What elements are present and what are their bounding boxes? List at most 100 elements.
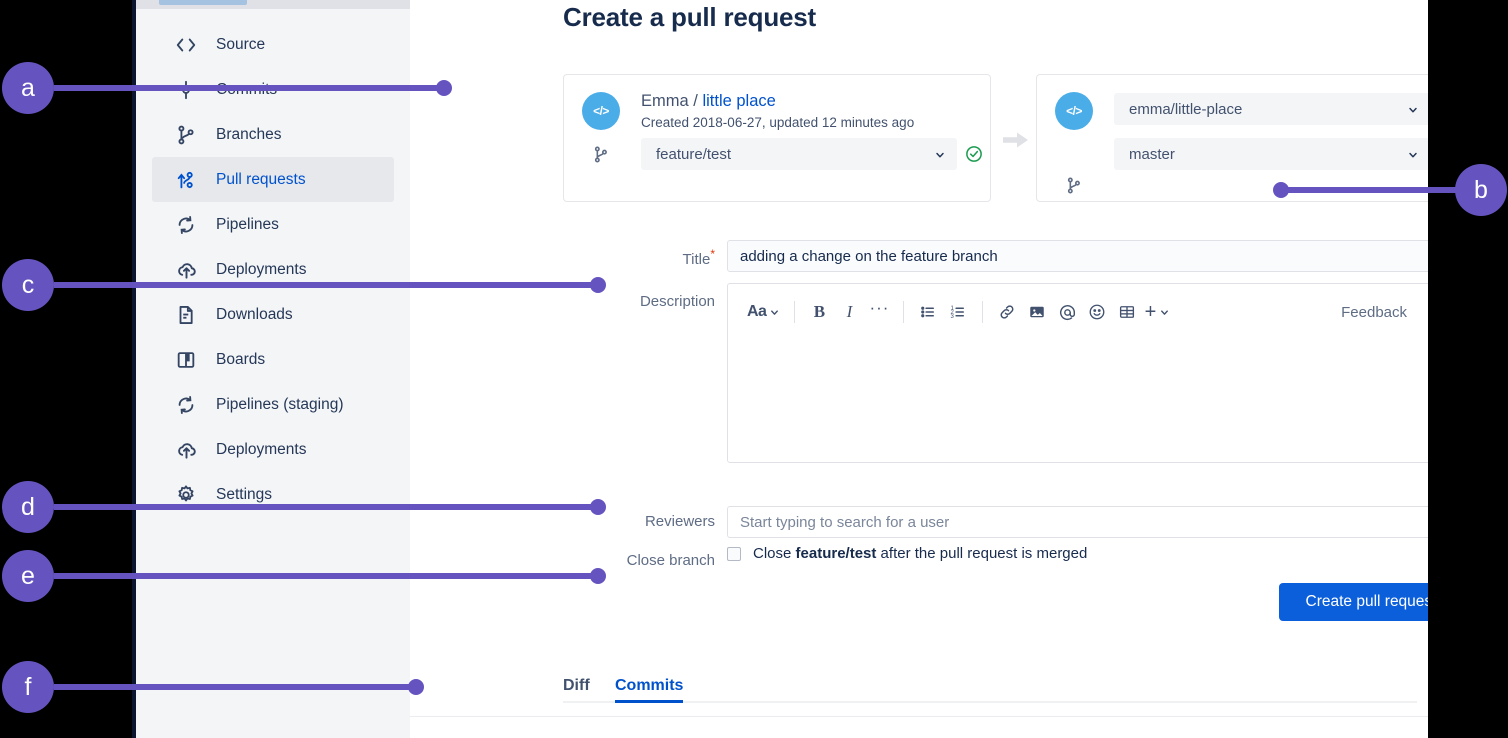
source-repo-name: Emma / little place <box>641 92 776 111</box>
source-branch-panel: </> Emma / little place Created 2018-06-… <box>563 74 991 202</box>
sidebar-item-settings[interactable]: Settings <box>152 472 394 517</box>
callout-line-d <box>54 504 604 510</box>
text-style-label: Aa <box>747 303 767 320</box>
callout-marker-b: b <box>1455 164 1507 216</box>
downloads-icon <box>174 303 198 327</box>
sidebar-item-label: Deployments <box>216 440 307 458</box>
reviewers-placeholder: Start typing to search for a user <box>740 513 950 531</box>
bold-icon[interactable]: B <box>813 302 826 321</box>
main-content: Create a pull request </> Emma / little … <box>410 0 1428 738</box>
sidebar-item-deployments-2[interactable]: Deployments <box>152 427 394 472</box>
sidebar-item-label: Settings <box>216 485 273 503</box>
sidebar-item-label: Boards <box>216 350 266 368</box>
sidebar-item-pipelines[interactable]: Pipelines <box>152 202 394 247</box>
callout-marker-e: e <box>2 550 54 602</box>
callout-marker-d: d <box>2 481 54 533</box>
source-repo-separator: / <box>693 92 698 110</box>
deployments-icon <box>174 438 198 462</box>
callout-dot-b <box>1273 182 1289 198</box>
close-branch-text-post: after the pull request is merged <box>876 545 1088 562</box>
sidebar-item-label: Downloads <box>216 305 293 323</box>
sidebar-item-pull-requests[interactable]: Pull requests <box>152 157 394 202</box>
tabs-underline-rule <box>563 701 1417 703</box>
callout-marker-a: a <box>2 62 54 114</box>
insert-more-icon[interactable]: + <box>1144 298 1170 326</box>
close-branch-label: Close branch <box>626 552 715 569</box>
close-branch-checkbox[interactable] <box>727 546 741 561</box>
callout-dot-f <box>408 679 424 695</box>
tab-commits[interactable]: Commits <box>615 668 684 703</box>
callout-marker-f: f <box>2 661 54 713</box>
application-window: Source Commits Branches <box>132 0 1428 738</box>
sidebar-item-label: Source <box>216 35 266 53</box>
callout-line-f <box>54 684 418 690</box>
italic-icon[interactable]: I <box>846 302 853 321</box>
branch-icon <box>1063 174 1083 196</box>
branch-selection-row: </> Emma / little place Created 2018-06-… <box>563 74 1428 204</box>
chevron-down-icon <box>1407 148 1419 160</box>
description-label: Description <box>639 293 715 310</box>
source-repo-owner: Emma <box>641 92 689 110</box>
chevron-down-icon <box>1407 103 1419 115</box>
source-branch-select[interactable]: feature/test <box>641 138 957 170</box>
tab-diff[interactable]: Diff <box>563 676 590 694</box>
image-icon[interactable] <box>1024 298 1050 326</box>
title-input-value: adding a change on the feature branch <box>740 247 998 265</box>
repository-avatar-icon: </> <box>582 92 620 130</box>
reviewers-label: Reviewers <box>644 513 715 530</box>
boards-icon <box>174 348 198 372</box>
reviewers-input[interactable]: Start typing to search for a user <box>727 506 1428 538</box>
destination-repo-value: emma/little-place <box>1129 100 1243 118</box>
callout-line-e <box>54 573 604 579</box>
close-branch-text-pre: Close <box>753 545 796 562</box>
sidebar-item-label: Pipelines (staging) <box>216 395 344 413</box>
title-label-text: Title <box>682 251 711 268</box>
svg-text:2: 2 <box>951 310 955 316</box>
page-title: Create a pull request <box>563 2 816 32</box>
svg-text:1: 1 <box>951 306 955 312</box>
source-repo-meta: Created 2018-06-27, updated 12 minutes a… <box>641 115 915 130</box>
bottom-tabs: Diff Commits <box>563 668 1417 708</box>
table-icon[interactable] <box>1114 298 1140 326</box>
destination-repo-select[interactable]: emma/little-place <box>1114 93 1428 125</box>
link-icon[interactable] <box>994 298 1020 326</box>
pipelines-icon <box>174 393 198 417</box>
sidebar-item-downloads[interactable]: Downloads <box>152 292 394 337</box>
close-branch-row: Close feature/test after the pull reques… <box>727 545 1087 562</box>
sidebar-item-pipelines-staging[interactable]: Pipelines (staging) <box>152 382 394 427</box>
required-marker: * <box>710 247 715 261</box>
callout-dot-c <box>590 277 606 293</box>
sidebar-item-deployments[interactable]: Deployments <box>152 247 394 292</box>
destination-branch-select[interactable]: master <box>1114 138 1428 170</box>
sidebar-item-label: Deployments <box>216 260 307 278</box>
source-branch-valid-icon <box>965 145 983 163</box>
pull-request-icon <box>174 168 198 192</box>
more-formatting-icon[interactable]: ··· <box>869 298 890 317</box>
mention-icon[interactable] <box>1054 298 1080 326</box>
emoji-icon[interactable] <box>1084 298 1110 326</box>
source-repo-link[interactable]: little place <box>702 92 776 110</box>
title-input[interactable]: adding a change on the feature branch <box>727 240 1428 272</box>
close-branch-text: Close feature/test after the pull reques… <box>753 545 1087 562</box>
callout-line-b <box>1280 187 1462 193</box>
sidebar-top-strip <box>136 0 410 9</box>
repository-avatar-icon: </> <box>1055 92 1093 130</box>
create-pull-request-button[interactable]: Create pull request <box>1279 583 1428 621</box>
sidebar-item-boards[interactable]: Boards <box>152 337 394 382</box>
toolbar-divider <box>903 301 905 323</box>
bullet-list-icon[interactable] <box>915 298 941 326</box>
callout-line-a <box>54 85 446 91</box>
branches-icon <box>174 123 198 147</box>
callout-dot-e <box>590 568 606 584</box>
sidebar-item-branches[interactable]: Branches <box>152 112 394 157</box>
destination-branch-panel: </> emma/little-place master <box>1036 74 1428 202</box>
feedback-link[interactable]: Feedback <box>1341 303 1407 321</box>
content-bottom-rule <box>410 716 1428 717</box>
text-style-icon[interactable]: Aa <box>744 298 783 326</box>
code-icon <box>174 33 198 57</box>
sidebar-item-source[interactable]: Source <box>152 22 394 67</box>
